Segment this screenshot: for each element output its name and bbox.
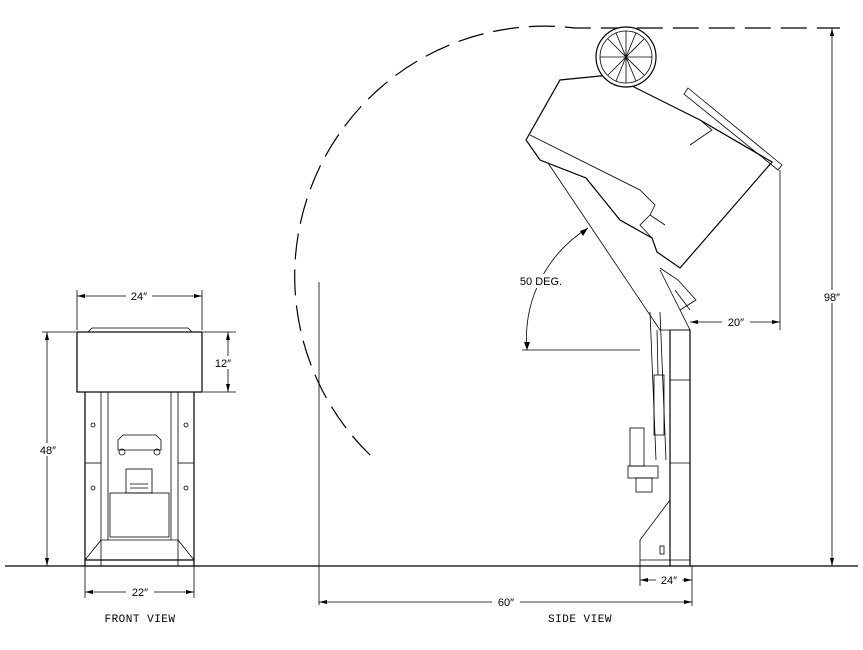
dim-label-side-swing-length: 60″ (498, 597, 514, 609)
bin-handle (683, 87, 783, 171)
dim-side-base-width: 24″ (639, 566, 693, 606)
dim-label-front-base-width: 22″ (132, 587, 148, 599)
dim-label-side-base-width: 24″ (661, 575, 677, 587)
front-head-box (76, 331, 203, 393)
dim-label-side-total-height: 98″ (824, 292, 840, 304)
dim-label-front-head-height: 12″ (215, 358, 231, 370)
side-view: 50 DEG. 20″ 98″ 24″ (294, 25, 844, 626)
dim-front-total-height: 48″ (36, 331, 76, 566)
dim-side-reach: 20″ (690, 170, 781, 330)
front-head-lip (87, 327, 193, 333)
front-view: 24″ 12″ 48″ 22″ FRONT VIEW (36, 289, 238, 626)
dim-side-swing-length: 60″ (319, 595, 692, 609)
front-view-label: FRONT VIEW (104, 614, 175, 626)
angle-indicator: 50 DEG. (510, 227, 640, 351)
tilted-bin (525, 26, 783, 269)
bin-wheel (595, 26, 657, 88)
front-motor-bracket (117, 434, 162, 451)
dim-front-head-height: 12″ (203, 331, 238, 393)
angle-label: 50 DEG. (520, 276, 562, 288)
dim-label-side-reach: 20″ (728, 317, 744, 329)
swing-arc (294, 25, 840, 456)
side-view-label: SIDE VIEW (548, 614, 612, 626)
dim-label-front-width-top: 24″ (131, 291, 147, 303)
dim-side-total-height: 98″ (820, 28, 844, 566)
dim-front-width-top: 24″ (76, 289, 203, 330)
dim-front-base-width: 22″ (84, 566, 195, 599)
dim-label-front-total-height: 48″ (40, 445, 56, 457)
